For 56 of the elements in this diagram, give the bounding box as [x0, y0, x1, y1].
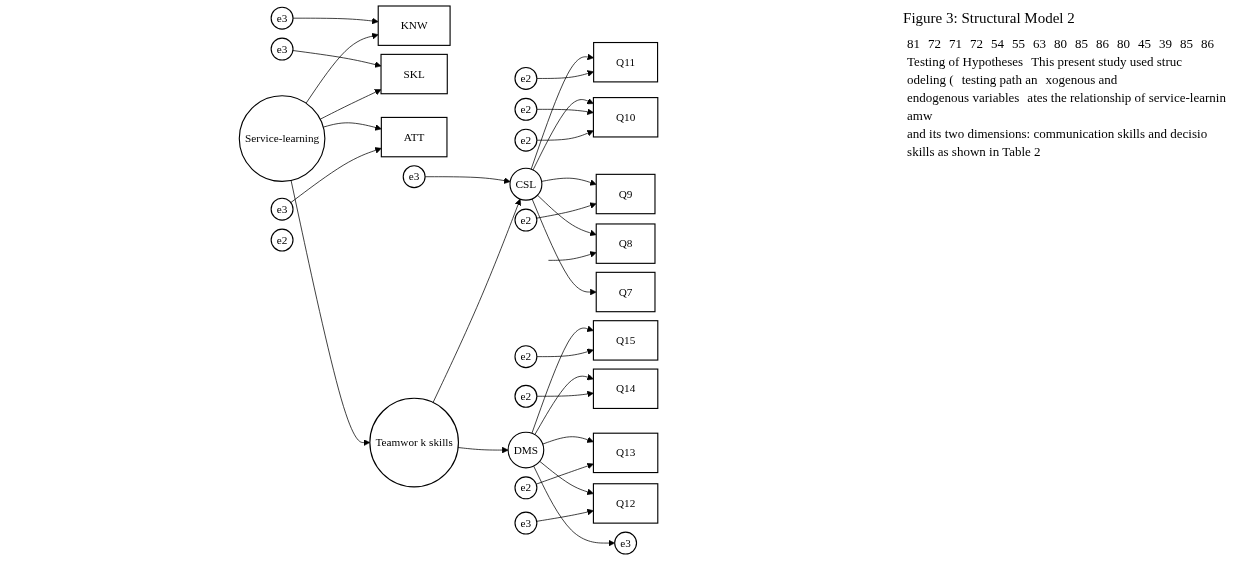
latent-ellipse: Service-learning: [238, 95, 326, 182]
indicator-box: SKL: [380, 53, 448, 95]
annotation-text: ates the relationship of service-learnin: [1027, 90, 1226, 106]
annotation-text: 80: [1054, 36, 1068, 52]
annotation-text: 71: [949, 36, 963, 52]
annotation-text: 72: [928, 36, 942, 52]
indicator-box: ATT: [380, 116, 448, 158]
annotation-text: This present study used struc: [1031, 54, 1183, 70]
annotation-text: 86: [1096, 36, 1110, 52]
indicator-box: Q9: [595, 173, 656, 215]
annotation-text: and its two dimensions: communication skills and decisio: [907, 126, 1208, 142]
latent-ellipse: e2: [514, 66, 538, 90]
annotation-text: odeling (: [907, 72, 954, 88]
annotation-text: 55: [1012, 36, 1026, 52]
annotation-text: 63: [1033, 36, 1047, 52]
indicator-box: Q14: [592, 368, 659, 409]
annotation-text: 80: [1117, 36, 1131, 52]
latent-ellipse: e3: [614, 531, 638, 555]
indicator-box: Q11: [593, 41, 659, 83]
indicator-box: Q12: [592, 483, 659, 524]
annotation-text: 85: [1180, 36, 1194, 52]
indicator-box: Q8: [595, 223, 656, 264]
latent-ellipse: CSL: [509, 167, 543, 201]
annotation-text: 45: [1138, 36, 1152, 52]
latent-ellipse: e2: [514, 208, 538, 232]
latent-ellipse: e2: [514, 476, 538, 500]
latent-ellipse: e3: [270, 37, 294, 61]
annotation-text: skills as shown in Table 2: [907, 144, 1041, 160]
annotation-text: amw: [907, 108, 933, 124]
latent-ellipse: e3: [270, 197, 294, 221]
indicator-box: Q7: [595, 271, 656, 313]
annotation-text: 39: [1159, 36, 1173, 52]
annotation-text: Testing of Hypotheses: [907, 54, 1024, 70]
annotation-text: 54: [991, 36, 1005, 52]
latent-ellipse: e3: [402, 165, 426, 189]
annotation-text: 86: [1201, 36, 1215, 52]
latent-ellipse: e2: [514, 128, 538, 152]
annotation-text: 72: [970, 36, 984, 52]
figure-caption: Figure 3: Structural Model 2: [903, 10, 1076, 27]
indicator-box: Q10: [592, 97, 659, 138]
latent-ellipse: e3: [270, 6, 294, 30]
indicator-box: Q15: [592, 320, 659, 361]
annotation-text: testing path an: [961, 72, 1038, 88]
annotation-text: 85: [1075, 36, 1089, 52]
latent-ellipse: e2: [514, 384, 538, 408]
latent-ellipse: e3: [514, 511, 538, 535]
annotation-text: xogenous and: [1045, 72, 1118, 88]
indicator-box: KNW: [377, 5, 451, 46]
annotation-text: endogenous variables: [907, 90, 1020, 106]
latent-ellipse: e2: [514, 345, 538, 369]
latent-ellipse: Teamwor k skills: [369, 397, 459, 488]
annotation-text: 81: [907, 36, 921, 52]
latent-ellipse: DMS: [507, 431, 545, 469]
indicator-box: Q13: [592, 432, 659, 474]
latent-ellipse: e2: [514, 97, 538, 121]
latent-ellipse: e2: [270, 228, 294, 252]
